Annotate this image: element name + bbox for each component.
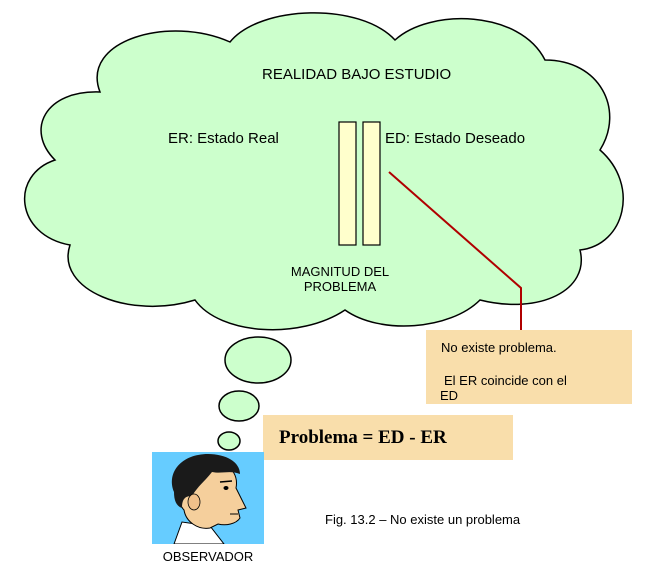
magnitude-label-line1: MAGNITUD DEL (290, 264, 390, 279)
connector-line (388, 171, 522, 334)
er-bar (338, 121, 357, 246)
observer-label: OBSERVADOR (162, 549, 254, 564)
note-box: No existe problema. El ER coincide con e… (426, 330, 632, 404)
thought-bubble-small (217, 431, 241, 451)
reality-cloud (23, 12, 624, 331)
note-line2: El ER coincide con el (444, 373, 567, 388)
ed-label: ED: Estado Deseado (385, 130, 526, 147)
figure-caption: Fig. 13.2 – No existe un problema (325, 512, 521, 527)
magnitude-label: MAGNITUD DEL PROBLEMA (285, 264, 395, 294)
note-line3: ED (440, 388, 459, 403)
thought-bubble-large (224, 336, 292, 384)
formula-text: Problema = ED - ER (279, 426, 447, 448)
observer-face-icon (152, 452, 264, 544)
magnitude-label-line2: PROBLEMA (303, 279, 377, 294)
thought-bubble-medium (218, 390, 260, 422)
ed-bar (362, 121, 381, 246)
formula-box: Problema = ED - ER (263, 415, 513, 460)
er-label: ER: Estado Real (168, 130, 279, 147)
cloud-title: REALIDAD BAJO ESTUDIO (262, 66, 452, 83)
note-line1: No existe problema. (441, 340, 557, 355)
